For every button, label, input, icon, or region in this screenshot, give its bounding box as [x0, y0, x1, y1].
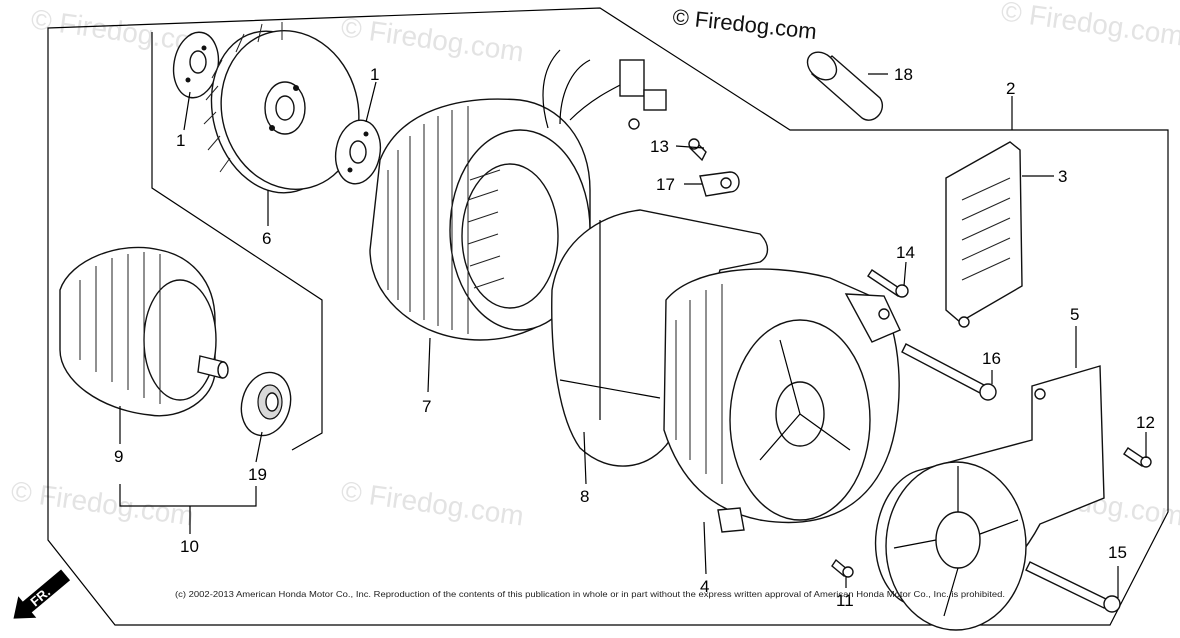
callout-5: 5	[1070, 305, 1079, 324]
part-clamp-17	[699, 171, 740, 197]
watermark-faint: © Firedog.com	[339, 475, 526, 531]
callout-17: 17	[656, 175, 675, 194]
part-tube-18	[806, 51, 883, 121]
callout-15: 15	[1108, 543, 1127, 562]
callout-12: 12	[1136, 413, 1155, 432]
callout-6: 6	[262, 229, 271, 248]
diagram-frame	[47, 7, 1169, 626]
watermark-faint: © Firedog.com	[339, 11, 526, 67]
watermark-main: © Firedog.com	[671, 4, 817, 44]
bracket-6	[151, 32, 323, 451]
callout-9: 9	[114, 447, 123, 466]
callout-7: 7	[422, 397, 431, 416]
part-bearing-19	[240, 371, 292, 437]
part-bracket-3	[945, 141, 1023, 328]
callout-2: 2	[1006, 79, 1015, 98]
callout-8: 8	[580, 487, 589, 506]
callout-10: 10	[180, 537, 199, 556]
leader-lines	[119, 73, 1147, 598]
part-screw-13	[688, 138, 707, 162]
callout-11: 11	[836, 591, 854, 610]
part-washer-1b	[334, 119, 382, 185]
callout-1a: 1	[176, 131, 185, 150]
callout-3: 3	[1058, 167, 1067, 186]
callout-19: 19	[248, 465, 267, 484]
part-rotor-9	[59, 246, 229, 417]
part-bolt-15	[1025, 561, 1121, 613]
part-fan-6	[203, 22, 360, 194]
part-screw-12	[1123, 447, 1152, 468]
part-endcover-5	[874, 365, 1105, 631]
watermark-faint: © Firedog.com	[999, 0, 1180, 52]
callout-1b: 1	[370, 65, 379, 84]
front-arrow-icon: FR.	[13, 569, 71, 619]
watermark-faint: © Firedog.com	[9, 475, 196, 531]
part-housing-4	[663, 268, 901, 533]
part-bolt-14	[867, 269, 909, 298]
callout-16: 16	[982, 349, 1001, 368]
part-bolt-16	[901, 343, 997, 401]
callout-4: 4	[700, 577, 709, 596]
callout-13: 13	[650, 137, 669, 156]
callout-14: 14	[896, 243, 915, 262]
callout-labels: 1 1 2 3 4 5 6 7 8 9 10 11 12 13 14 15 16…	[114, 65, 1155, 610]
part-screw-11	[831, 558, 854, 578]
callout-18: 18	[894, 65, 913, 84]
copyright-notice: (c) 2002-2013 American Honda Motor Co., …	[175, 589, 1005, 599]
